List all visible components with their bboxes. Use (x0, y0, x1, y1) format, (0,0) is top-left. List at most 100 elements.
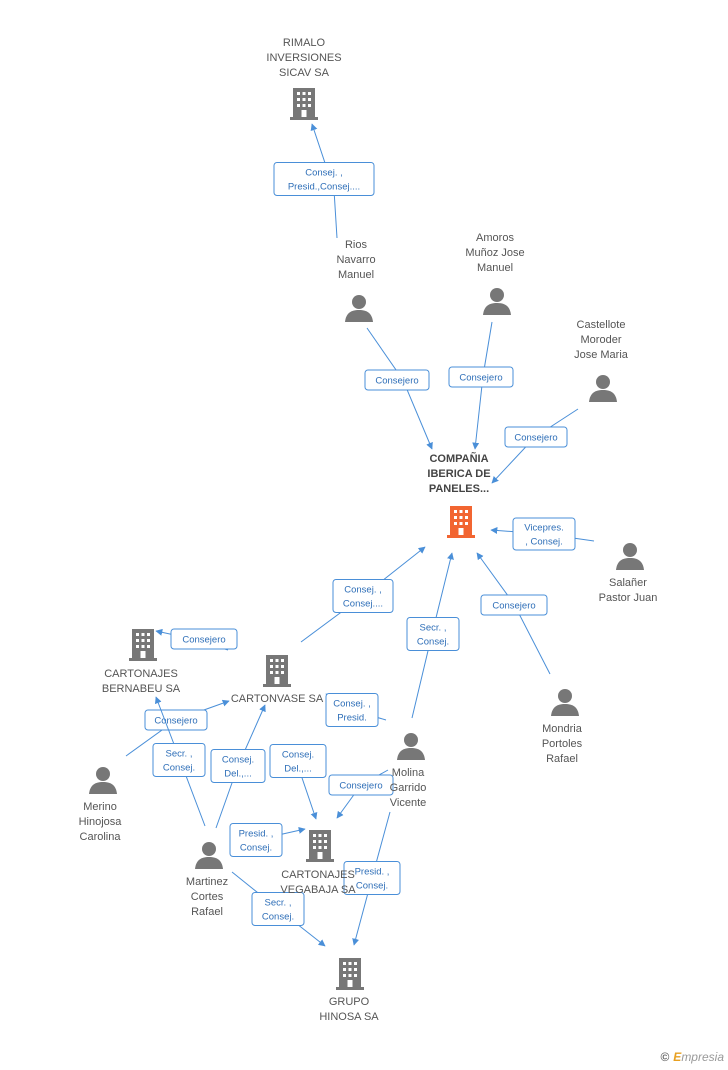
building-icon[interactable] (129, 629, 157, 661)
node-label: Muñoz Jose (465, 247, 524, 259)
relation-e18[interactable]: Secr. , Consej. (231, 871, 326, 947)
node-label: RIMALO (283, 37, 326, 49)
node-label: Manuel (338, 269, 374, 281)
relation-e3[interactable]: Consejero (448, 321, 514, 450)
relation-label-box[interactable] (251, 892, 305, 926)
relation-label-text: Vicepres. (524, 523, 563, 534)
relation-label-box[interactable] (210, 749, 266, 783)
relation-label-box[interactable] (170, 628, 238, 650)
relation-e7[interactable]: Secr. , Consej. (406, 552, 460, 719)
person-icon[interactable] (89, 767, 117, 794)
relation-e12[interactable]: Secr. ,Consej. (152, 696, 206, 827)
relation-label-text: Consej. (356, 881, 388, 892)
person-icon[interactable] (195, 842, 223, 869)
node-label: VEGABAJA SA (280, 884, 356, 896)
relation-label-text: Consejero (459, 373, 502, 384)
relation-e2[interactable]: Consejero (364, 327, 433, 450)
node-cartonvase[interactable]: CARTONVASE SA (231, 655, 324, 705)
relation-label-box[interactable] (152, 743, 206, 777)
node-label: HINOSA SA (319, 1011, 379, 1023)
node-label: Carolina (80, 831, 122, 843)
relation-e6[interactable]: Consej. ,Consej.... (300, 546, 426, 643)
person-icon[interactable] (616, 543, 644, 570)
building-icon[interactable] (290, 88, 318, 120)
relation-e17[interactable]: Presid. , Consej. (343, 811, 401, 946)
relation-e9[interactable]: Consejero (155, 628, 238, 651)
relation-label-text: Consej. (262, 912, 294, 923)
person-icon[interactable] (345, 295, 373, 322)
relation-label-text: Consej.... (343, 599, 383, 610)
relation-label-box[interactable] (406, 617, 460, 651)
node-label: Manuel (477, 262, 513, 274)
relation-e14[interactable]: Consej.Del.,... (269, 744, 327, 820)
relation-label-box[interactable] (229, 823, 283, 857)
relation-e5[interactable]: Vicepres. , Consej. (490, 517, 595, 551)
relation-label-box[interactable] (269, 744, 327, 778)
relation-label-text: Secr. , (265, 898, 292, 909)
building-icon[interactable] (447, 506, 475, 538)
relation-e13[interactable]: Consej. Del.,... (210, 704, 266, 829)
relation-label-text: Consej. (282, 750, 314, 761)
relation-e16[interactable]: Presid. ,Consej. (229, 823, 306, 857)
person-icon[interactable] (483, 288, 511, 315)
relation-e15[interactable]: Consejero (328, 769, 394, 819)
relation-label-text: Presid. (337, 713, 367, 724)
relation-label-text: Consej. (417, 637, 449, 648)
relation-e4[interactable]: Consejero (491, 408, 579, 484)
relation-label-text: Consejero (154, 716, 197, 727)
relation-e11[interactable]: Consej. , Presid. (325, 693, 387, 727)
relation-label-box[interactable] (343, 861, 401, 895)
person-icon[interactable] (397, 733, 425, 760)
node-label: Rafael (191, 906, 223, 918)
building-icon[interactable] (263, 655, 291, 687)
node-label: Moroder (581, 334, 622, 346)
relation-label-text: Presid. , (355, 867, 390, 878)
relation-label-box[interactable] (144, 709, 208, 731)
node-label: SICAV SA (279, 67, 330, 79)
relation-label-text: Del.,... (224, 769, 251, 780)
relation-label-box[interactable] (273, 162, 375, 196)
relation-label-box[interactable] (364, 369, 430, 391)
empresia-watermark: ©Empresia (660, 1050, 724, 1064)
relation-label-text: Consejero (375, 376, 418, 387)
node-label: Molina (392, 767, 425, 779)
relation-e1[interactable]: Consej. ,Presid.,Consej.... (273, 123, 375, 239)
relation-label-box[interactable] (512, 517, 576, 551)
relation-label-box[interactable] (448, 366, 514, 388)
building-icon[interactable] (306, 830, 334, 862)
relation-label-box[interactable] (325, 693, 379, 727)
brand-logo-name: mpresia (681, 1050, 724, 1064)
building-icon[interactable] (336, 958, 364, 990)
relation-label-text: , Consej. (525, 537, 563, 548)
relation-label-box[interactable] (480, 594, 548, 616)
node-label: Pastor Juan (599, 592, 658, 604)
relation-label-text: Consej. (222, 755, 254, 766)
relation-label-box[interactable] (332, 579, 394, 613)
relation-label-text: Consejero (339, 781, 382, 792)
relation-e8[interactable]: Consejero (476, 552, 551, 675)
relation-label-text: Secr. , (420, 623, 447, 634)
relation-label-box[interactable] (504, 426, 568, 448)
relation-label-text: Consej. , (333, 699, 371, 710)
relation-e10[interactable]: Consejero (125, 699, 230, 757)
node-label: CARTONAJES (104, 668, 178, 680)
relation-label-box[interactable] (328, 774, 394, 796)
node-label: Amoros (476, 232, 514, 244)
relation-label-text: Secr. , (166, 749, 193, 760)
person-icon[interactable] (589, 375, 617, 402)
person-icon[interactable] (551, 689, 579, 716)
